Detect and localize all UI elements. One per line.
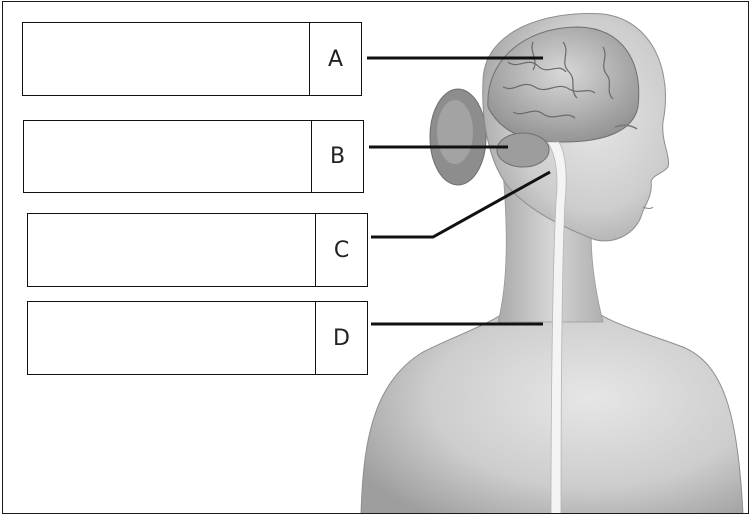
leader-line-c [371,172,550,237]
leader-lines [3,2,749,514]
